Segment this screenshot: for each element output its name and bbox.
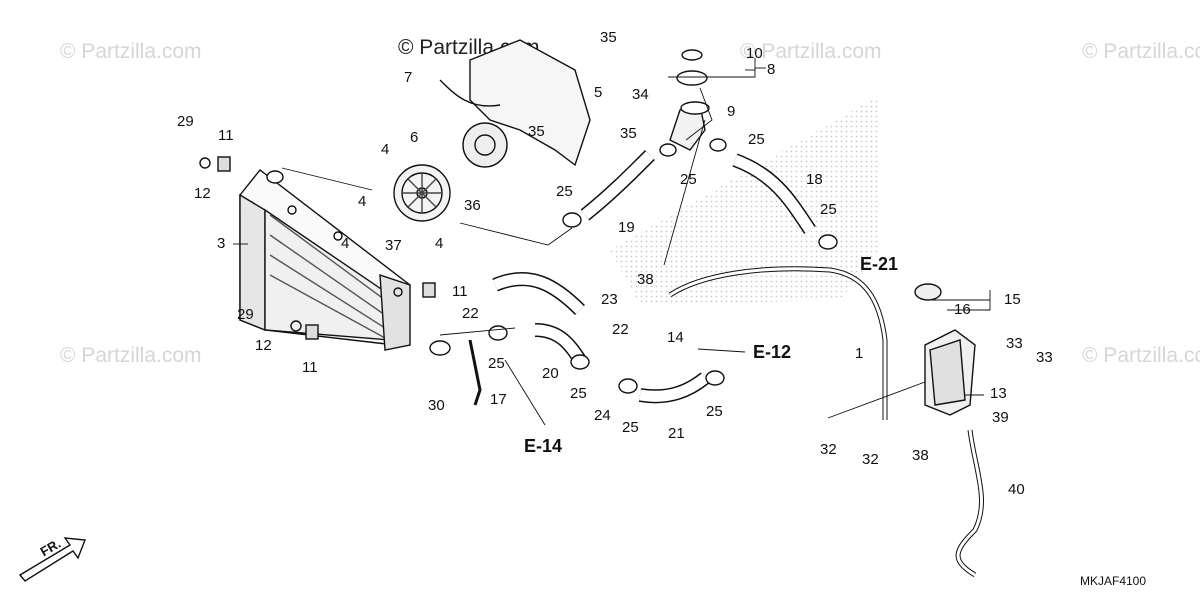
callout-1: 1	[855, 345, 864, 362]
callout-33: 33	[1006, 335, 1023, 352]
callout-7: 7	[404, 69, 413, 86]
callout-18: 18	[806, 171, 823, 188]
callout-24: 24	[594, 407, 611, 424]
hose-clamp	[562, 212, 582, 228]
callout-19: 19	[618, 219, 635, 236]
callout-4: 4	[435, 235, 444, 252]
grommet	[199, 156, 436, 340]
callout-34: 34	[632, 86, 649, 103]
callout-14: 14	[667, 329, 684, 346]
watermark: © Partzilla.com	[740, 40, 882, 63]
hose-clamp	[618, 378, 638, 394]
hose-clamp	[488, 325, 508, 341]
callout-5: 5	[594, 84, 603, 101]
callout-25: 25	[748, 131, 765, 148]
callout-17: 17	[490, 391, 507, 408]
callout-3: 3	[217, 235, 226, 252]
callout-20: 20	[542, 365, 559, 382]
reserve-tank-cap	[914, 283, 942, 301]
callout-11: 11	[302, 359, 318, 376]
callout-30: 30	[428, 397, 445, 414]
hose-clamp	[705, 370, 725, 386]
callout-25: 25	[556, 183, 573, 200]
watermark: © Partzilla.com	[60, 40, 202, 63]
watermark: © Partzilla.com	[1082, 344, 1200, 367]
callout-22: 22	[462, 305, 479, 322]
hose-clamp	[709, 138, 727, 152]
cooling-fan	[393, 164, 451, 222]
filler-neck	[669, 101, 710, 151]
callout-33: 33	[1036, 349, 1053, 366]
watermark: © Partzilla.com	[60, 344, 202, 367]
wing-logo	[610, 95, 880, 305]
callout-40: 40	[1008, 481, 1025, 498]
callout-13: 13	[990, 385, 1007, 402]
callout-22: 22	[612, 321, 629, 338]
reserve-tank	[924, 329, 976, 416]
bracket	[468, 339, 482, 406]
ref-e14: E-14	[524, 436, 563, 456]
callout-25: 25	[622, 419, 639, 436]
callout-39: 39	[992, 409, 1009, 426]
ref-e12: E-12	[753, 342, 792, 362]
callout-10: 10	[746, 45, 763, 62]
callout-4: 4	[381, 141, 390, 158]
callout-32: 32	[820, 441, 837, 458]
callout-11: 11	[218, 127, 234, 144]
callout-9: 9	[727, 103, 736, 120]
callout-6: 6	[410, 129, 419, 146]
callout-25: 25	[820, 201, 837, 218]
callout-25: 25	[570, 385, 587, 402]
fan-shroud	[439, 39, 591, 168]
callout-25: 25	[706, 403, 723, 420]
callout-29: 29	[237, 306, 254, 323]
front-arrow	[18, 537, 86, 582]
callout-4: 4	[358, 193, 367, 210]
breather-tube-40	[955, 429, 984, 578]
leader-lines	[233, 58, 991, 426]
callout-16: 16	[954, 301, 971, 318]
callout-35: 35	[620, 125, 637, 142]
callout-23: 23	[601, 291, 618, 308]
callout-12: 12	[194, 185, 211, 202]
callout-37: 37	[385, 237, 402, 254]
hose-clamp	[570, 354, 590, 370]
callout-21: 21	[668, 425, 685, 442]
callout-11: 11	[452, 283, 468, 300]
watermark: © Partzilla.com	[1082, 40, 1200, 63]
diagram-code: MKJAF4100	[1080, 574, 1147, 588]
callout-25: 25	[680, 171, 697, 188]
callout-38: 38	[912, 447, 929, 464]
callout-35: 35	[528, 123, 545, 140]
radiator-cap	[676, 49, 708, 86]
callout-25: 25	[488, 355, 505, 372]
callout-4: 4	[341, 235, 350, 252]
callout-38: 38	[637, 271, 654, 288]
callout-29: 29	[177, 113, 194, 130]
radiator	[239, 169, 451, 356]
callout-12: 12	[255, 337, 272, 354]
ref-e21: E-21	[860, 254, 899, 274]
callout-35: 35	[600, 29, 617, 46]
callout-36: 36	[464, 197, 481, 214]
callout-32: 32	[862, 451, 879, 468]
hose-clamp	[659, 143, 677, 157]
hose-clamp	[818, 234, 838, 250]
callout-8: 8	[767, 61, 776, 78]
callout-15: 15	[1004, 291, 1021, 308]
